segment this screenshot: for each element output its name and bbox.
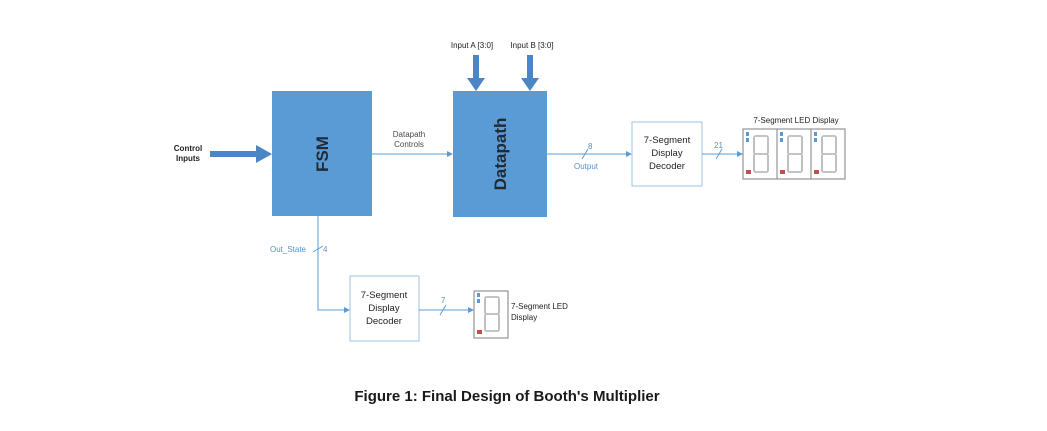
out-state-label: Out_State xyxy=(270,245,307,254)
output-label: Output xyxy=(574,162,599,171)
top-decoder-line1: 7-Segment xyxy=(644,135,691,146)
bottom-decoder-display-width-label: 7 xyxy=(441,296,446,305)
output-width-label: 8 xyxy=(588,142,593,151)
out-state-width-label: 4 xyxy=(323,245,328,254)
bottom-decoder-block xyxy=(349,275,420,342)
control-inputs-label-line2: Inputs xyxy=(176,154,201,163)
bottom-decoder-line1: 7-Segment xyxy=(361,290,408,301)
decoder-display-bus-slash xyxy=(715,148,723,160)
datapath-block xyxy=(453,91,547,217)
datapath-controls-label-line2: Controls xyxy=(394,140,424,149)
bottom-7seg-display xyxy=(473,290,509,339)
bottom-decoder-display-bus-slash xyxy=(439,304,447,316)
top-display-title: 7-Segment LED Display xyxy=(753,116,838,125)
top-decoder-line2: Display xyxy=(651,148,682,159)
control-inputs-arrow xyxy=(210,145,272,163)
figure-caption: Figure 1: Final Design of Booth's Multip… xyxy=(354,388,659,405)
bottom-display-label-line2: Display xyxy=(511,313,537,322)
bottom-decoder-line2: Display xyxy=(368,303,399,314)
top-7seg-display xyxy=(742,128,846,180)
top-digit-1 xyxy=(746,132,769,174)
input-b-arrow xyxy=(521,55,539,91)
top-decoder-line3: Decoder xyxy=(649,161,685,172)
output-bus-slash xyxy=(581,148,589,160)
out-state-wire xyxy=(317,216,350,313)
bottom-display-label-line1: 7-Segment LED xyxy=(511,302,568,311)
top-digit-3 xyxy=(814,132,837,174)
fsm-block xyxy=(272,91,372,216)
input-b-label: Input B [3:0] xyxy=(510,41,553,50)
top-digit-2 xyxy=(780,132,803,174)
input-a-arrow xyxy=(467,55,485,91)
decoder-display-width-label: 21 xyxy=(714,141,723,150)
control-inputs-label-line1: Control xyxy=(174,144,202,153)
datapath-controls-label-line1: Datapath xyxy=(393,130,425,139)
datapath-label: Datapath xyxy=(491,118,510,191)
out-state-bus-slash xyxy=(312,245,324,253)
fsm-label: FSM xyxy=(313,136,332,172)
bottom-decoder-line3: Decoder xyxy=(366,316,402,327)
input-a-label: Input A [3:0] xyxy=(451,41,493,50)
